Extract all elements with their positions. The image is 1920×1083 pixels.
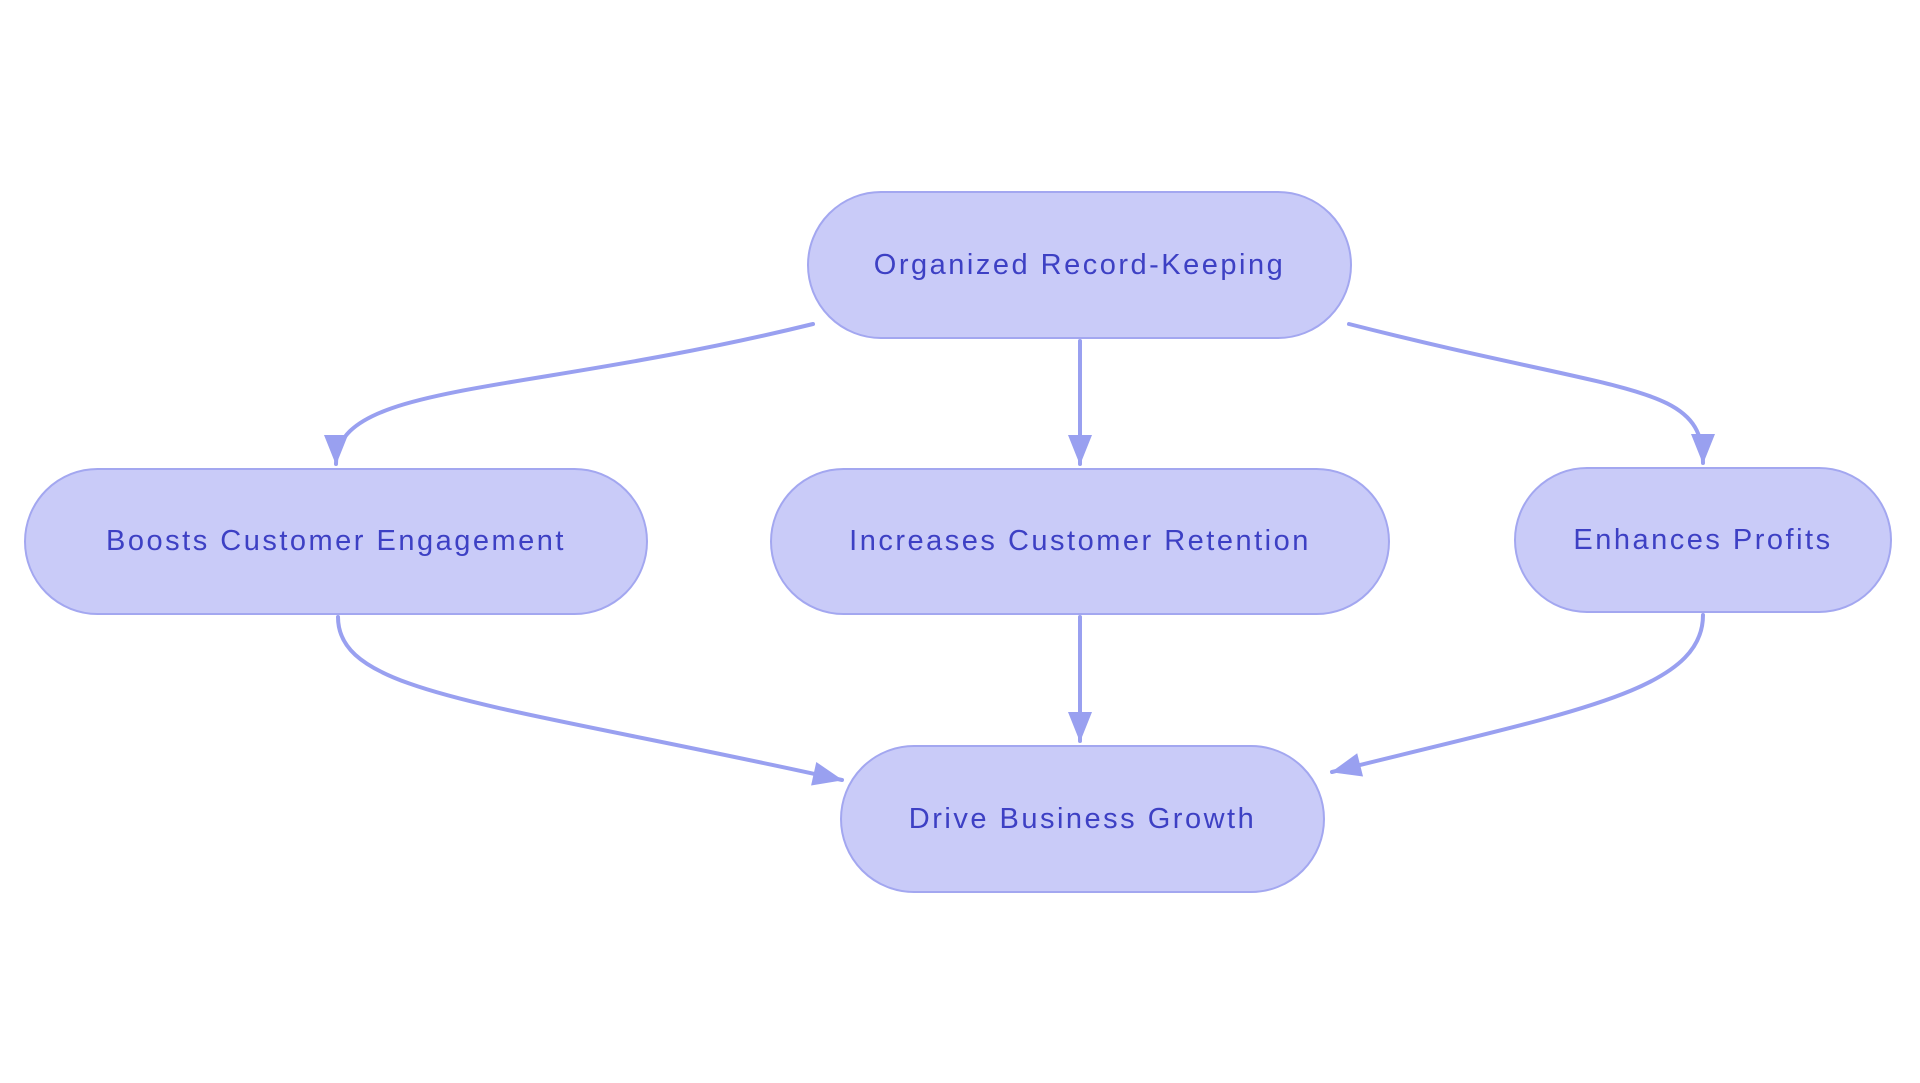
node-boosts-customer-engagement: Boosts Customer Engagement bbox=[24, 468, 648, 615]
edge-boosts-to-drive bbox=[336, 615, 844, 786]
node-label: Organized Record-Keeping bbox=[873, 248, 1286, 281]
node-label: Boosts Customer Engagement bbox=[106, 525, 566, 557]
node-drive-business-growth: Drive Business Growth bbox=[840, 745, 1325, 893]
node-increases-customer-retention: Increases Customer Retention bbox=[770, 468, 1390, 615]
node-label: Increases Customer Retention bbox=[849, 525, 1311, 557]
node-label: Enhances Profits bbox=[1573, 523, 1833, 556]
edge-organized-to-boosts bbox=[324, 322, 815, 466]
edge-enhances-to-drive bbox=[1330, 613, 1705, 777]
node-enhances-profits: Enhances Profits bbox=[1514, 467, 1892, 613]
node-label: Drive Business Growth bbox=[908, 802, 1257, 835]
node-organized-record-keeping: Organized Record-Keeping bbox=[807, 191, 1352, 339]
edge-organized-to-enhances bbox=[1347, 322, 1715, 465]
